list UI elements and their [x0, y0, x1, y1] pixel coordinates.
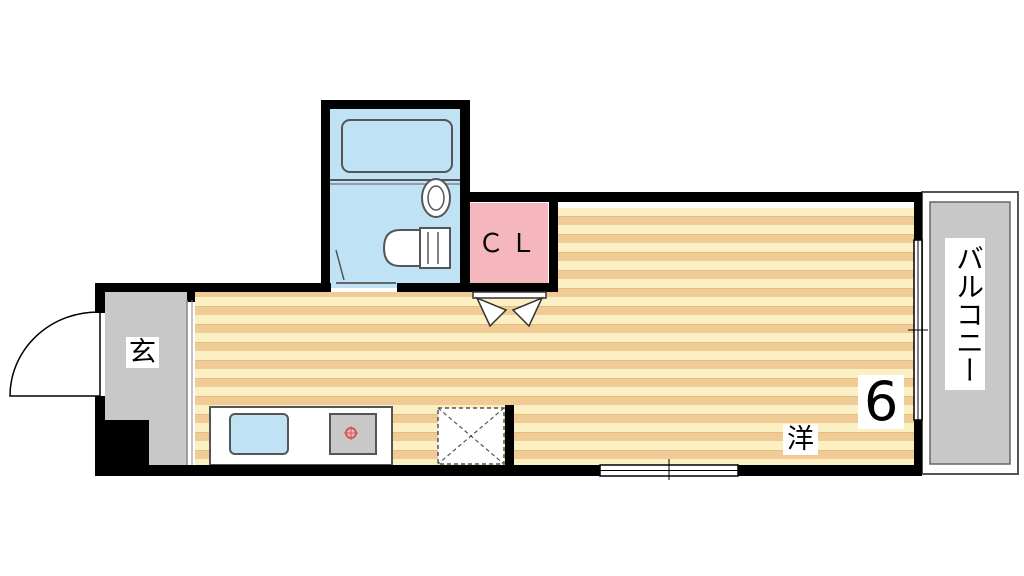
closet-area — [470, 203, 548, 283]
unit-bath — [330, 108, 460, 288]
genkan-label: 玄 — [126, 337, 159, 368]
sink-icon — [229, 413, 289, 455]
balcony-label: バルコニー — [945, 238, 985, 390]
sink-icon-bath — [421, 178, 451, 218]
stove-icon — [329, 413, 377, 455]
kitchen-counter — [209, 406, 393, 466]
window-bottom — [599, 459, 739, 480]
entrance-area — [105, 292, 187, 467]
bathtub-icon — [341, 119, 453, 173]
front-door — [9, 311, 101, 397]
closet-label: ＣＬ — [478, 229, 543, 259]
closet-doors — [472, 291, 547, 328]
balcony-door — [908, 239, 928, 421]
washer-space — [437, 407, 505, 465]
western-room-label: 洋 — [783, 424, 818, 455]
room-size-label: 6 — [858, 375, 905, 429]
toilet-icon — [382, 227, 451, 269]
